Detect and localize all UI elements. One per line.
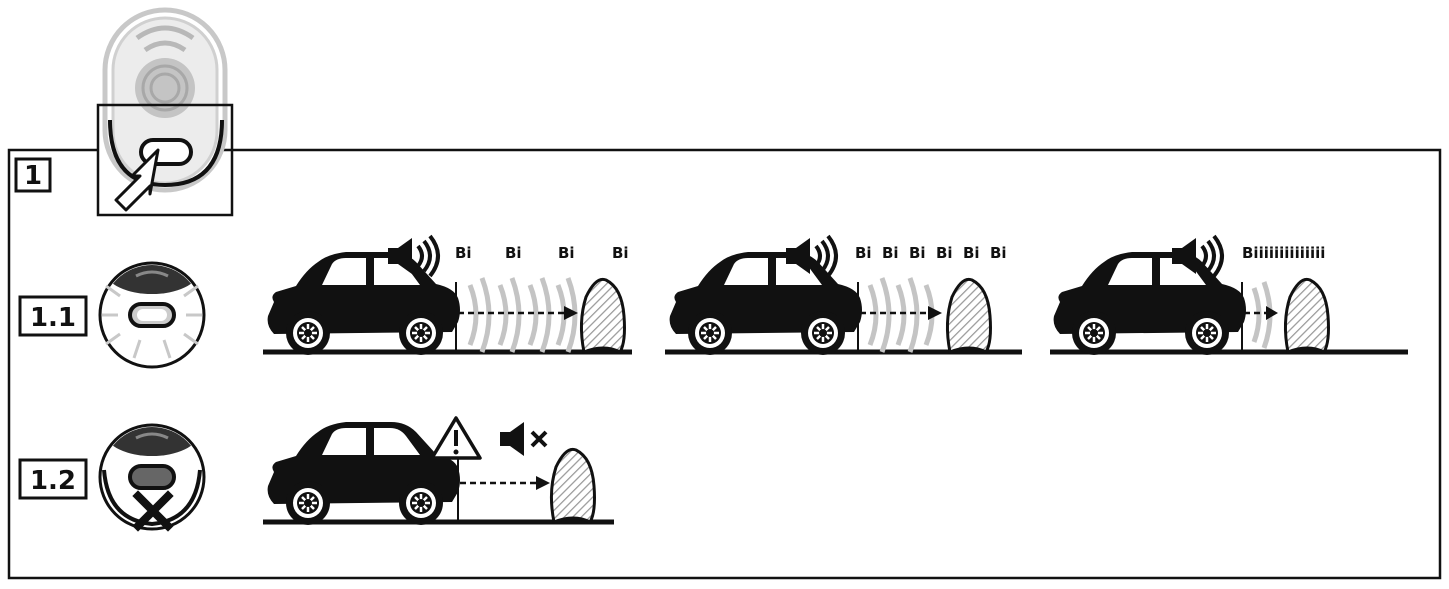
section-number: 1	[24, 161, 42, 191]
beep-text: Bi	[612, 244, 629, 262]
step-number: 1.2	[30, 466, 76, 496]
sensor-button-disabled-icon	[100, 412, 204, 529]
warning-triangle-icon	[432, 418, 480, 458]
car-icon	[268, 422, 460, 525]
beep-text: Bi	[990, 244, 1007, 262]
scene-disabled	[263, 418, 614, 525]
beep-text: Bi	[455, 244, 472, 262]
beep-text: Bi	[936, 244, 953, 262]
speaker-muted-icon	[500, 422, 546, 456]
obstacle-icon	[581, 279, 624, 352]
obstacle-icon	[551, 449, 594, 522]
car-icon	[268, 252, 460, 355]
beep-text: Bi	[909, 244, 926, 262]
section-label-1: 1	[16, 159, 50, 191]
obstacle-icon	[947, 279, 990, 352]
parking-sensor-remote-icon	[105, 10, 225, 190]
scene-mid: Bi Bi Bi Bi Bi Bi	[665, 236, 1022, 355]
step-label-1-1: 1.1	[20, 297, 86, 335]
beep-text: Bi	[558, 244, 575, 262]
beep-text: Bi	[505, 244, 522, 262]
scene-near: Biiiiiiiiiiiiii	[1050, 236, 1408, 355]
beep-text: Bi	[963, 244, 980, 262]
beep-text: Biiiiiiiiiiiiii	[1242, 244, 1325, 262]
scene-far: Bi Bi Bi Bi	[263, 236, 632, 355]
step-number: 1.1	[30, 303, 76, 333]
sensor-button-active-icon	[100, 250, 204, 367]
beep-text: Bi	[882, 244, 899, 262]
obstacle-icon	[1285, 279, 1328, 352]
beep-text: Bi	[855, 244, 872, 262]
step-label-1-2: 1.2	[20, 460, 86, 498]
car-icon	[1054, 252, 1246, 355]
